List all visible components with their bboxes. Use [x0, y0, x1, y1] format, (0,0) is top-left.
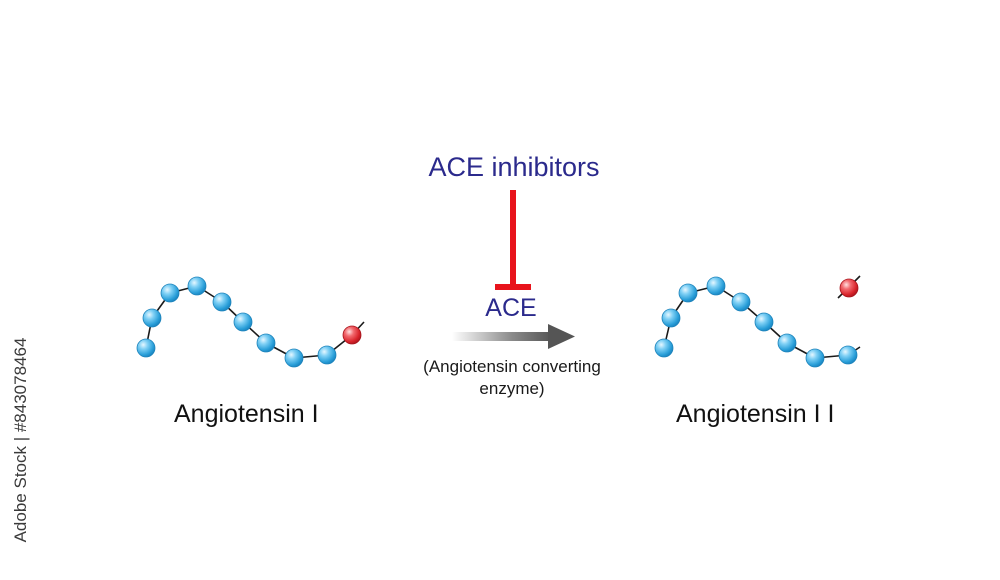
- inhibition-symbol: [495, 190, 531, 290]
- ace-full-name: (Angiotensin converting enzyme): [423, 357, 601, 398]
- blue-bead: [136, 338, 156, 358]
- blue-bead: [754, 312, 774, 332]
- blue-bead: [805, 348, 825, 368]
- blue-bead: [317, 345, 337, 365]
- watermark-text: Adobe Stock | #843078464: [11, 337, 30, 543]
- blue-bead: [731, 292, 751, 312]
- angiotensin-ii-chain: [654, 276, 861, 368]
- released-red-bead: [839, 278, 859, 298]
- reaction-arrow-head: [548, 324, 575, 349]
- ace-label: ACE: [485, 294, 537, 322]
- blue-bead: [654, 338, 674, 358]
- blue-bead: [838, 345, 858, 365]
- blue-bead: [233, 312, 253, 332]
- angiotensin-i-label: Angiotensin I: [174, 400, 319, 428]
- blue-bead: [661, 308, 681, 328]
- blue-bead: [678, 283, 698, 303]
- blue-bead: [256, 333, 276, 353]
- reaction-arrow: [452, 324, 575, 349]
- blue-bead: [160, 283, 180, 303]
- blue-bead: [187, 276, 207, 296]
- blue-bead: [284, 348, 304, 368]
- blue-bead: [777, 333, 797, 353]
- terminal-red-bead: [342, 325, 362, 345]
- angiotensin-i-chain: [136, 276, 365, 368]
- watermark-id: Adobe Stock | #843078464: [8, 337, 34, 543]
- blue-bead: [142, 308, 162, 328]
- angiotensin-ii-label: Angiotensin I I: [676, 400, 835, 428]
- blue-bead: [212, 292, 232, 312]
- reaction-arrow-shaft: [452, 332, 552, 341]
- released-residue: [837, 275, 861, 299]
- blue-bead: [706, 276, 726, 296]
- ace-inhibitors-label: ACE inhibitors: [428, 152, 600, 182]
